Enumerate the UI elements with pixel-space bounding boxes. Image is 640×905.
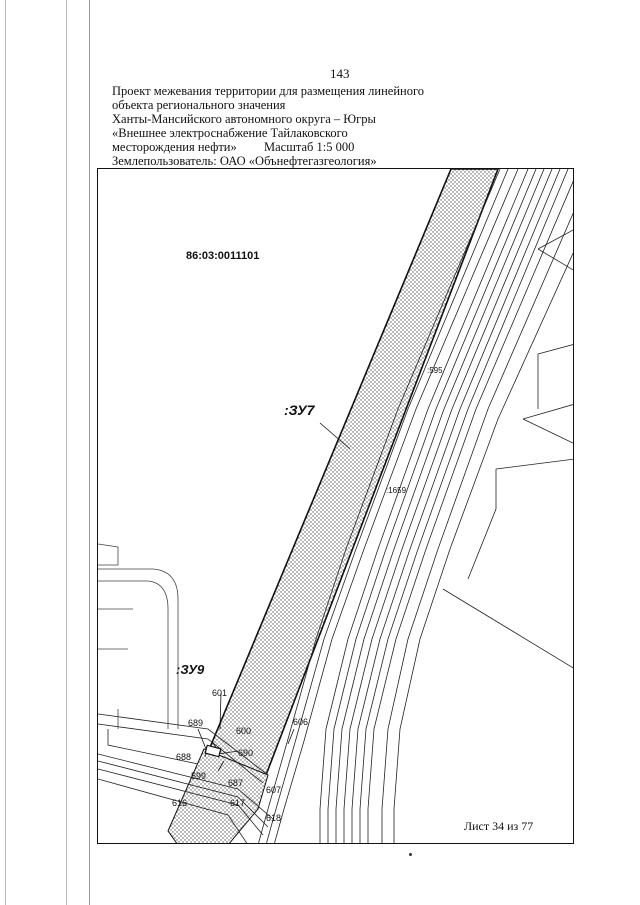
cadastral-block-number: 86:03:0011101 (186, 250, 259, 262)
header-line-5a: месторождения нефти» (112, 140, 237, 154)
point-607: 607 (266, 785, 281, 795)
point-618: 618 (266, 813, 281, 823)
stray-dot-mark (409, 853, 412, 856)
road-corridor-lines (258, 169, 573, 843)
road-label-595: :595 (427, 366, 443, 375)
page-margin-line-binding-2 (89, 0, 90, 905)
page-margin-line-binding (66, 0, 67, 905)
scale-label: Масштаб 1:5 000 (264, 140, 355, 154)
point-601: 601 (212, 688, 227, 698)
land-user-line: Землепользователь: ОАО «Обънефтегазгеоло… (112, 154, 377, 168)
header-line-2: объекта регионального значения (112, 98, 286, 112)
sheet-number: Лист 34 из 77 (462, 819, 536, 834)
point-606: 606 (293, 717, 308, 727)
parcel-zu9-label: :ЗУ9 (176, 662, 205, 677)
parcel-zu7-label: :ЗУ7 (284, 402, 316, 418)
point-616: 616 (172, 798, 187, 808)
header-line-4: «Внешнее электроснабжение Тайлаковского (112, 126, 348, 140)
left-structure-outline (98, 543, 179, 729)
page-number: 143 (330, 66, 350, 81)
map-frame: 86:03:0011101 :ЗУ7 :ЗУ9 :595 :1659 601 6… (97, 168, 574, 844)
point-617: 617 (230, 798, 245, 808)
point-690: 690 (238, 748, 253, 758)
header-line-3: Ханты-Мансийского автономного округа – Ю… (112, 112, 376, 126)
bottom-road-lines (98, 713, 274, 843)
page-margin-line-left (5, 0, 6, 905)
right-side-features (442, 344, 573, 669)
header-line-1: Проект межевания территории для размещен… (112, 84, 425, 98)
cadastral-map: 86:03:0011101 :ЗУ7 :ЗУ9 :595 :1659 601 6… (98, 169, 573, 843)
point-687: 687 (228, 778, 243, 788)
road-label-1659: :1659 (386, 486, 407, 495)
parcel-zu9-square (204, 744, 222, 758)
point-599: 599 (191, 771, 206, 781)
point-688: 688 (176, 752, 191, 762)
point-689: 689 (188, 718, 203, 728)
point-600: 600 (236, 726, 251, 736)
